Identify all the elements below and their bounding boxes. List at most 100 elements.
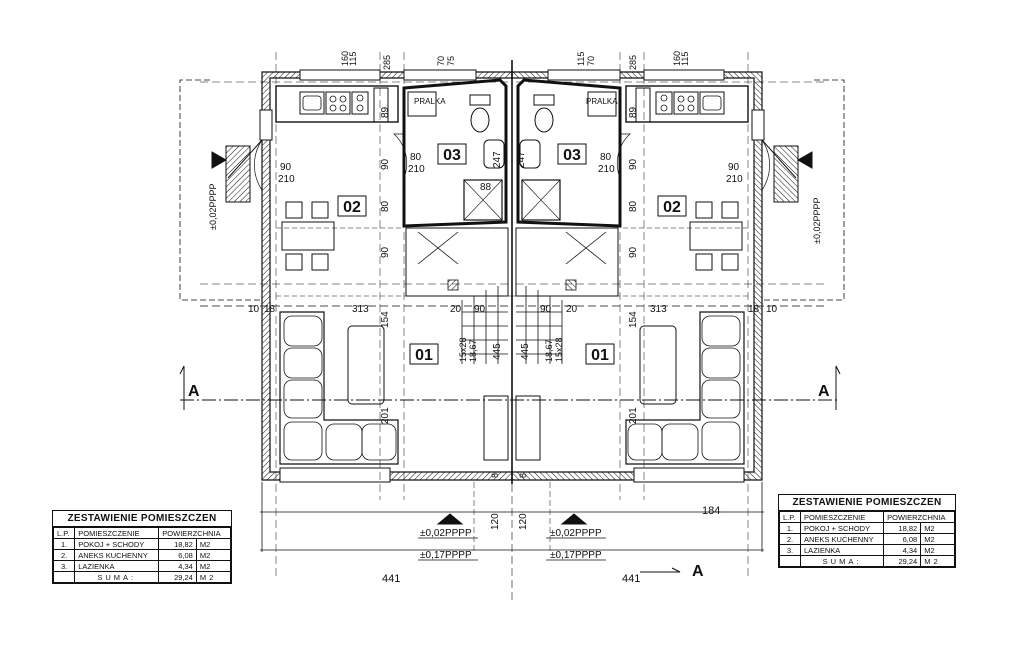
- row-lp: 3.: [52, 560, 76, 572]
- sum-empty: [52, 571, 76, 583]
- col-room: POMIESZCZENIE: [800, 511, 885, 523]
- table-row: 2. ANEKS KUCHENNY 6,08 M2: [52, 549, 232, 561]
- fridge: [373, 87, 389, 123]
- dim-label: 88: [480, 182, 492, 193]
- row-room: LAZIENKA: [74, 560, 160, 572]
- burner: [329, 104, 337, 112]
- sofa-seat: [283, 347, 323, 379]
- dwelling-unit-plan: [179, 52, 513, 580]
- dim-label: 445: [520, 343, 531, 360]
- sum-empty: [778, 555, 802, 567]
- row-unit: M2: [195, 560, 232, 572]
- level-label: ±0,17PPPP: [420, 550, 472, 561]
- chair: [285, 201, 303, 219]
- chair: [285, 253, 303, 271]
- washbasin: [483, 139, 505, 169]
- col-room: POMIESZCZENIE: [74, 527, 160, 539]
- dim-label: 90: [474, 304, 486, 315]
- staircase: [405, 227, 509, 297]
- row-area: 18,82: [883, 522, 922, 534]
- dim-label: 90: [628, 158, 639, 170]
- sum-unit: M2: [920, 555, 955, 567]
- schedule-title: ZESTAWIENIE POMIESZCZEN: [779, 495, 955, 511]
- sum-area: 29,24: [158, 571, 197, 583]
- stair-void: [417, 231, 459, 265]
- level-label: ±0,02PPPP: [550, 528, 602, 539]
- col-lp: L.P.: [778, 511, 802, 523]
- dim-label: 8: [490, 473, 500, 478]
- sofa-seat: [283, 421, 323, 461]
- dim-label: 20: [450, 304, 462, 315]
- section-label-bottom: A: [692, 563, 704, 580]
- window-north-1: [299, 69, 381, 81]
- window-north-2: [403, 69, 477, 81]
- table-row: 1. POKOJ + SCHODY 18,82 M2: [778, 522, 955, 534]
- row-lp: 3.: [778, 544, 802, 556]
- room-03-left-box: [437, 143, 467, 165]
- dim-label: 154: [628, 311, 639, 328]
- table-row: 1. POKOJ + SCHODY 18,82 M2: [52, 538, 232, 550]
- sum-area: 29,24: [883, 555, 922, 567]
- dim-label: 18,67: [544, 339, 554, 362]
- dim-label: 90: [380, 246, 391, 258]
- row-lp: 2.: [52, 549, 76, 561]
- room-02-right-box: [657, 195, 687, 217]
- row-room: ANEKS KUCHENNY: [800, 533, 885, 545]
- sofa-seat: [361, 423, 397, 461]
- row-unit: M2: [920, 544, 955, 556]
- row-room: POKOJ + SCHODY: [800, 522, 885, 534]
- dim-label: 247: [516, 151, 527, 168]
- window-south: [279, 467, 391, 483]
- sum-unit: M2: [195, 571, 232, 583]
- row-room: LAZIENKA: [800, 544, 885, 556]
- sofa-seat: [283, 315, 323, 347]
- level-label: ±0,02PPPP: [420, 528, 472, 539]
- dim-label: 120: [490, 513, 501, 530]
- hob: [325, 91, 351, 115]
- dim-label: 247: [492, 151, 503, 168]
- door-dim: 90: [280, 162, 292, 173]
- door-dim: 210: [598, 164, 615, 175]
- washing-machine: [407, 91, 437, 117]
- dim-label: 441: [622, 573, 640, 585]
- dim-label: 15x28: [554, 337, 564, 362]
- row-lp: 1.: [52, 538, 76, 550]
- room-schedule-left: ZESTAWIENIE POMIESZCZEN L.P. POMIESZCZEN…: [52, 510, 232, 584]
- burner: [339, 95, 347, 103]
- dim-label: 18,67: [468, 339, 478, 362]
- toilet-tank: [469, 94, 491, 106]
- dining-table: [281, 221, 335, 251]
- room-01-right-box: [585, 343, 615, 365]
- room-02-left-box: [337, 195, 367, 217]
- dim-label: 8: [518, 473, 528, 478]
- table-row: 3. LAZIENKA 4,34 M2: [778, 544, 955, 556]
- pralka-label: PRALKA: [414, 97, 446, 106]
- stair-post: [447, 279, 459, 291]
- entrance-door: [254, 139, 263, 191]
- dim-label: 90: [380, 158, 391, 170]
- window-west: [259, 109, 273, 141]
- dim-label: 285: [628, 55, 638, 70]
- section-marker-left: [179, 365, 185, 410]
- stair-steps: [461, 286, 508, 364]
- section-marker-right: [835, 365, 841, 410]
- col-area: POWIERZCHNIA: [158, 527, 231, 539]
- row-area: 4,34: [158, 560, 197, 572]
- dim-label: 70: [586, 56, 596, 66]
- dim-label: 160: [340, 51, 350, 66]
- level-label: ±0,02PPPP: [208, 184, 218, 230]
- chair: [311, 253, 329, 271]
- terrace-outline: [179, 79, 262, 301]
- pralka-label: PRALKA: [586, 97, 618, 106]
- dim-label: 441: [382, 573, 400, 585]
- dim-label: 90: [628, 246, 639, 258]
- dim-label: 160: [672, 51, 682, 66]
- dim-label: 80: [380, 200, 391, 212]
- sink-bowl: [302, 95, 322, 111]
- schedule-title: ZESTAWIENIE POMIESZCZEN: [53, 511, 231, 527]
- dim-label: 115: [680, 52, 690, 66]
- door-dim: 90: [728, 162, 740, 173]
- sum-label: SUMA:: [800, 555, 885, 567]
- dim-label: 20: [566, 304, 578, 315]
